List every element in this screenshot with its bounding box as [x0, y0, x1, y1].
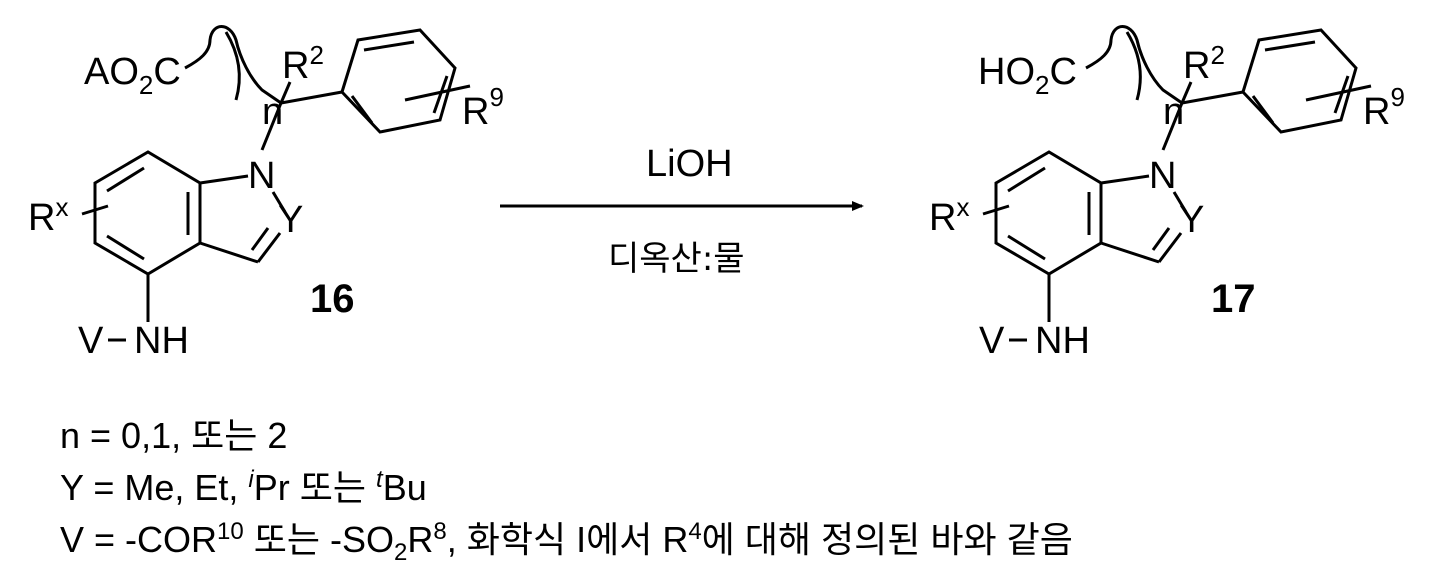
r9-label: R [1363, 91, 1390, 133]
y-definition: Y = Me, Et, iPr 또는 tBu [60, 462, 1073, 514]
r2-label: R [1183, 45, 1210, 87]
r2-label: R [282, 45, 309, 87]
acid-subscript: 2 [1035, 70, 1049, 100]
v-definition: V = -COR10 또는 -SO2R8, 화학식 I에서 R4에 대해 정의된… [60, 514, 1073, 566]
r2-superscript: 2 [1210, 40, 1224, 70]
v-def-text: R [407, 519, 433, 560]
chain-index-label: n [1163, 91, 1184, 133]
v-def-text: 에 대해 정의된 바와 같음 [702, 519, 1073, 560]
svg-text:R2: R2 [282, 40, 324, 87]
rx-superscript: x [55, 192, 68, 222]
nitrogen-label: N [1149, 155, 1176, 197]
compound-16-labels: AO2C n R2 R9 Rx N Y V NH 16 [28, 40, 504, 362]
tert-prefix: t [376, 466, 383, 493]
y-atom-label: Y [1179, 199, 1204, 241]
r2-superscript: 2 [309, 40, 323, 70]
svg-text:R9: R9 [462, 82, 504, 133]
reaction-scheme: AO2C n R2 R9 Rx N Y V NH 16 LiOH 디옥산:물 [0, 0, 1434, 400]
rx-label: R [28, 197, 55, 239]
n-definition: n = 0,1, 또는 2 [60, 410, 1073, 462]
compound-number-17: 17 [1211, 277, 1256, 321]
v-def-text: V = -COR [60, 519, 217, 560]
acid-prefix: AO [84, 51, 139, 93]
r9-label: R [462, 91, 489, 133]
compound-17-labels: HO2C n R2 R9 Rx N Y V NH 17 [929, 40, 1405, 362]
svg-text:AO2C: AO2C [84, 51, 181, 100]
svg-text:R9: R9 [1363, 82, 1405, 133]
benzene-ring [996, 152, 1101, 274]
svg-text:HO2C: HO2C [978, 51, 1077, 100]
nitrogen-label: N [248, 155, 275, 197]
svg-text:R2: R2 [1183, 40, 1225, 87]
definitions-block: n = 0,1, 또는 2 Y = Me, Et, iPr 또는 tBu V =… [60, 410, 1073, 566]
r9-superscript: 9 [489, 82, 503, 112]
rx-superscript: x [956, 192, 969, 222]
superscript-10: 10 [217, 518, 244, 545]
reagent-label: LiOH [646, 143, 733, 185]
r9-superscript: 9 [1390, 82, 1404, 112]
nh-label: NH [134, 320, 189, 362]
superscript-8: 8 [433, 518, 446, 545]
acid-prefix: HO [978, 51, 1035, 93]
nh-label: NH [1035, 320, 1090, 362]
benzene-ring [95, 152, 200, 274]
acid-subscript: 2 [139, 70, 153, 100]
acid-suffix: C [153, 51, 180, 93]
svg-text:Rx: Rx [28, 192, 68, 239]
superscript-4: 4 [688, 518, 701, 545]
y-def-text: Pr 또는 [254, 467, 376, 508]
y-def-text: Y = Me, Et, [60, 467, 248, 508]
compound-number-16: 16 [310, 277, 355, 321]
subscript-2: 2 [394, 539, 407, 566]
acid-suffix: C [1049, 51, 1076, 93]
svg-text:Rx: Rx [929, 192, 969, 239]
rx-label: R [929, 197, 956, 239]
chain-index-label: n [262, 91, 283, 133]
solvent-label: 디옥산:물 [608, 239, 745, 279]
y-atom-label: Y [278, 199, 303, 241]
v-def-text: , 화학식 I에서 R [447, 519, 689, 560]
v-label: V [78, 320, 104, 362]
v-def-text: 또는 -SO [244, 519, 394, 560]
y-def-text: Bu [383, 467, 427, 508]
v-label: V [979, 320, 1005, 362]
